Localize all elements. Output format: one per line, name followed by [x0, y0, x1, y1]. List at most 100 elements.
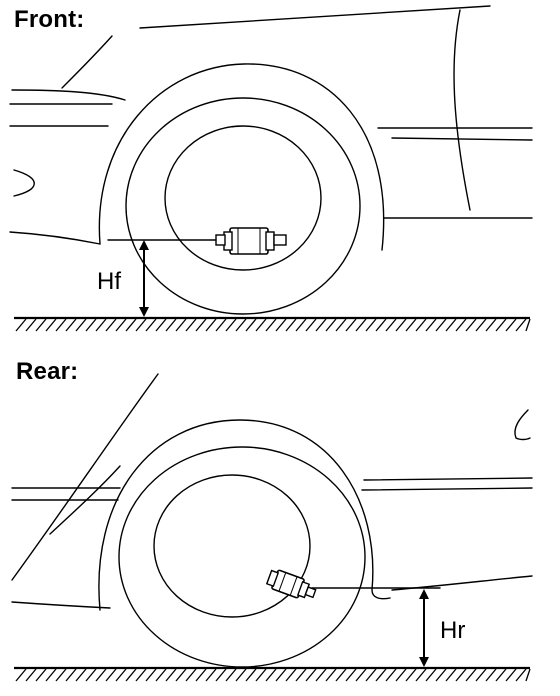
ground-hatch-mark — [45, 668, 57, 682]
ground-hatch-mark — [285, 668, 297, 682]
ground-hatch-mark — [245, 668, 257, 682]
ground-hatch-mark — [105, 668, 117, 682]
ground-hatch-mark — [255, 318, 267, 332]
front-section-title: Front: — [14, 6, 85, 33]
ground-hatch-mark — [405, 668, 417, 682]
ground-hatch-mark — [215, 668, 227, 682]
rear-hub-assembly — [265, 569, 317, 599]
front-hub-assembly — [215, 227, 287, 255]
ground-hatch-mark — [455, 318, 467, 332]
ground-hatch-mark — [425, 668, 437, 682]
ground-hatch-mark — [365, 668, 377, 682]
front-a-pillar-line — [453, 9, 471, 211]
ground-hatch-mark — [375, 668, 387, 682]
ground-hatch-mark — [435, 668, 447, 682]
ground-hatch-mark — [505, 668, 517, 682]
ground-hatch-mark — [235, 668, 247, 682]
ground-hatch-mark — [145, 318, 157, 332]
ground-hatch-mark — [65, 318, 77, 332]
ground-hatch-mark — [305, 668, 317, 682]
ground-hatch-mark — [485, 668, 497, 682]
ground-hatch-mark — [205, 668, 217, 682]
rear-view: Hr — [11, 373, 533, 682]
front-door-line-mid — [391, 137, 533, 141]
rear-wheel-arch — [98, 419, 391, 611]
ground-hatch-mark — [485, 318, 497, 332]
ground-hatch-mark — [125, 668, 137, 682]
ground-hatch-mark — [125, 318, 137, 332]
front-hood-line — [61, 35, 113, 89]
ground-hatch-mark — [235, 318, 247, 332]
ground-hatch-mark — [75, 668, 87, 682]
ground-hatch-mark — [505, 318, 517, 332]
ground-hatch-mark — [475, 318, 487, 332]
ground-hatch-mark — [95, 668, 107, 682]
ground-hatch-mark — [465, 668, 477, 682]
ground-hatch-mark — [355, 318, 367, 332]
ground-hatch-mark — [335, 668, 347, 682]
ground-hatch-mark — [255, 668, 267, 682]
ground-hatch-mark — [475, 668, 487, 682]
ground-hatch-mark — [25, 668, 37, 682]
ground-hatch-mark — [145, 668, 157, 682]
ground-hatch-mark — [345, 668, 357, 682]
front-bumper-line — [9, 231, 101, 245]
ground-hatch-mark — [285, 318, 297, 332]
ground-hatch-mark — [325, 318, 337, 332]
front-lamp-outline — [13, 169, 35, 197]
ground-hatch-mark — [375, 318, 387, 332]
ground-hatch-mark — [225, 668, 237, 682]
ground-hatch-mark — [135, 668, 147, 682]
ground-hatch-mark — [135, 318, 147, 332]
rear-bumper-line — [11, 601, 111, 609]
ground-hatch-mark — [525, 668, 531, 682]
ground-hatch-mark — [495, 318, 507, 332]
rear-quarter-line — [49, 465, 121, 535]
ground-hatch-mark — [265, 668, 277, 682]
front-body-top-line — [139, 5, 491, 29]
ground-hatch-mark — [325, 668, 337, 682]
front-view: Hf — [9, 5, 533, 332]
rear-door-line-upper — [363, 477, 533, 481]
rear-tire — [118, 446, 366, 668]
ground-hatch-mark — [195, 318, 207, 332]
ground-hatch-mark — [165, 318, 177, 332]
ground-hatch-mark — [355, 668, 367, 682]
ground-hatch-mark — [185, 318, 197, 332]
ground-hatch-mark — [105, 318, 117, 332]
front-tire — [125, 97, 361, 315]
ground-hatch-mark — [185, 668, 197, 682]
ground-hatch-mark — [515, 668, 527, 682]
ground-hatch-mark — [175, 318, 187, 332]
ground-hatch-mark — [275, 668, 287, 682]
ground-hatch-mark — [45, 318, 57, 332]
ground-hatch-mark — [425, 318, 437, 332]
ground-hatch-mark — [265, 318, 277, 332]
ground-hatch-mark — [85, 318, 97, 332]
ground-hatch-mark — [245, 318, 257, 332]
rear-wheel-rim — [153, 474, 311, 618]
ground-hatch-mark — [15, 668, 27, 682]
front-ground — [14, 316, 531, 332]
rear-door-handle-outline — [514, 409, 531, 441]
ground-hatch-mark — [225, 318, 237, 332]
rear-section-title: Rear: — [16, 358, 79, 385]
ground-hatch-mark — [295, 668, 307, 682]
ground-hatch-mark — [115, 318, 127, 332]
ground-hatch-mark — [165, 668, 177, 682]
rear-height-label: Hr — [440, 617, 465, 644]
ground-hatch-mark — [315, 668, 327, 682]
ground-hatch-mark — [205, 318, 217, 332]
front-wheel-rim — [164, 125, 322, 271]
front-wheel-arch — [98, 63, 385, 251]
ground-hatch-mark — [415, 668, 427, 682]
ground-hatch-mark — [305, 318, 317, 332]
front-fender-crease — [11, 89, 126, 101]
ground-hatch-mark — [155, 668, 167, 682]
ground-hatch-mark — [525, 318, 531, 332]
ground-hatch-mark — [35, 318, 47, 332]
ground-hatch-mark — [275, 318, 287, 332]
front-height-label: Hf — [97, 268, 121, 295]
